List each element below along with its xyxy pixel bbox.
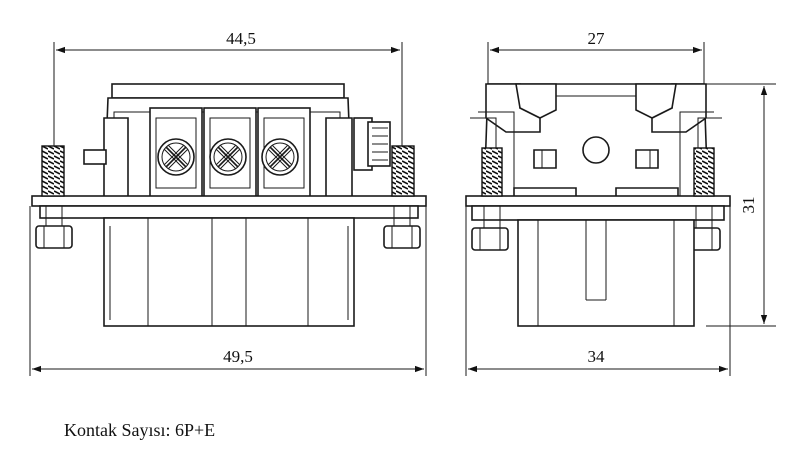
- front-flange: [31, 195, 427, 207]
- dim-side-bottom: 34: [588, 347, 606, 366]
- side-center-hole: [582, 136, 610, 164]
- dim-front-top: 44,5: [226, 29, 256, 48]
- side-dimensions: 27 34 31: [465, 29, 776, 376]
- front-dimensions: 44,5 49,5: [29, 29, 427, 376]
- caption-label: Kontak Sayısı:: [64, 420, 171, 440]
- terminal-screw-2-icon: [209, 138, 247, 176]
- dim-front-bottom: 49,5: [223, 347, 253, 366]
- earth-screw-icon: [353, 117, 391, 171]
- terminal-screw-1-icon: [157, 138, 195, 176]
- front-top-cover: [111, 83, 345, 99]
- front-left-bolt-icon: [35, 145, 73, 249]
- front-right-bolt-icon: [383, 145, 421, 249]
- dim-side-height: 31: [739, 197, 758, 214]
- side-view: [465, 83, 731, 327]
- contact-count-caption: Kontak Sayısı: 6P+E: [64, 420, 215, 441]
- side-flange: [465, 195, 731, 207]
- side-left-bolt-icon: [471, 147, 509, 251]
- caption-value: 6P+E: [175, 420, 216, 440]
- terminal-screw-3-icon: [261, 138, 299, 176]
- front-view: [31, 83, 427, 327]
- front-lower-insert: [103, 217, 355, 327]
- dim-side-top: 27: [588, 29, 606, 48]
